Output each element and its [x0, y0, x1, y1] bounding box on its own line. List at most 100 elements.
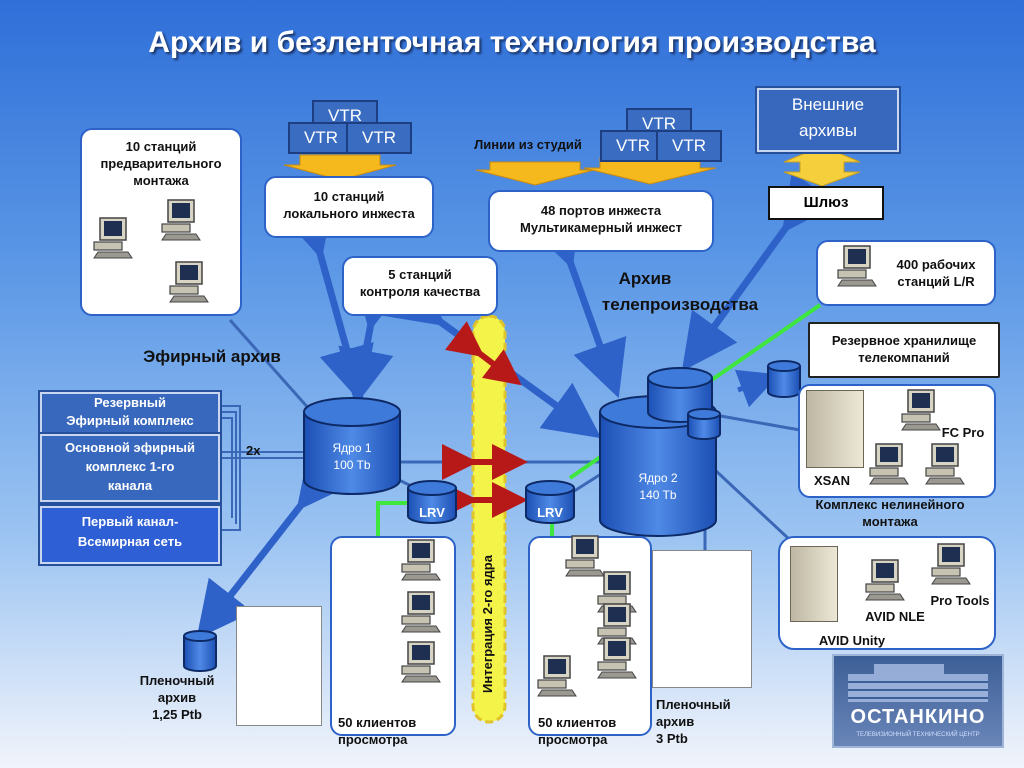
film1-line-2: архив [157, 690, 197, 705]
main-line-2: комплекс 1-го [85, 459, 175, 474]
gateway-box: Шлюз [768, 186, 884, 220]
computer-icon [925, 443, 965, 485]
core1-cylinder [303, 397, 401, 495]
clients-2-line-2: просмотра [538, 732, 608, 747]
reserve-line-2: Эфирный комплекс [66, 413, 194, 428]
computer-icon [401, 641, 441, 683]
logo-name: ОСТАНКИНО [850, 706, 986, 728]
lrv-cylinder-2 [525, 480, 575, 524]
nle-line-2: монтажа [862, 514, 918, 529]
computer-icon [93, 217, 133, 259]
computer-icon [931, 543, 971, 585]
lr-line-1: 400 рабочих [896, 257, 976, 272]
backup-line-1: Резервное хранилище [831, 333, 977, 348]
film1-line-1: Пленочный [139, 673, 215, 688]
core2-line-2: 140 Tb [639, 488, 677, 502]
vtr-box: VTR [600, 130, 666, 162]
core1-label: Ядро 1 100 Tb [304, 440, 400, 474]
ingest-ports-line-1: 48 портов инжеста [540, 203, 662, 218]
avid-server-icon [790, 546, 838, 622]
local-ingest-line-2: локального инжеста [283, 206, 415, 221]
qc-line-2: контроля качества [359, 284, 481, 299]
premontage-line-2: предварительного [100, 156, 222, 171]
main-line-1: Основной эфирный [65, 440, 195, 455]
clients-1-line-2: просмотра [338, 732, 408, 747]
studio-lines-label: Линии из студий [474, 137, 582, 152]
vtr-box: VTR [346, 122, 412, 154]
lrv-cylinder-1 [407, 480, 457, 524]
xsan-server-icon [806, 390, 864, 468]
main-air-complex-box: Основной эфирный комплекс 1-го канала [40, 434, 220, 502]
logo-subtitle: ТЕЛЕВИЗИОННЫЙ ТЕХНИЧЕСКИЙ ЦЕНТР [856, 732, 980, 738]
link-2x-label: 2x [246, 443, 261, 458]
reserve-air-complex-box: Резервный Эфирный комплекс [40, 392, 220, 434]
clients-label-2: 50 клиентов просмотра [538, 714, 648, 748]
lrv-label-2: LRV [537, 505, 563, 520]
computer-icon [865, 559, 905, 601]
air-archive-label: Эфирный архив [143, 347, 281, 366]
ingest-ports-box: 48 портов инжеста Мультикамерный инжест [488, 190, 714, 252]
xsan-label: XSAN [813, 473, 851, 488]
clients-box-2 [528, 536, 652, 736]
computer-icon [901, 389, 941, 431]
clients-box-1 [330, 536, 456, 736]
film2-line-3: 3 Ptb [656, 731, 688, 746]
lr-line-2: станций L/R [897, 274, 975, 289]
lrv-label-1: LRV [419, 505, 445, 520]
premontage-line-3: монтажа [133, 173, 189, 188]
vtr-box: VTR [656, 130, 722, 162]
premontage-line-1: 10 станций [125, 139, 197, 154]
nle-complex-label: Комплекс нелинейного монтажа [790, 496, 990, 530]
avid-nle-label: AVID NLE [865, 609, 925, 624]
film2-line-2: архив [656, 714, 695, 729]
clients-1-line-1: 50 клиентов [338, 715, 417, 730]
vtr-box: VTR [288, 122, 354, 154]
computer-icon [169, 261, 209, 303]
ingest-ports-line-2: Мультикамерный инжест [520, 220, 682, 235]
computer-icon [401, 591, 441, 633]
clients-2-line-1: 50 клиентов [538, 715, 617, 730]
external-archives-box: Внешние архивы [757, 88, 899, 152]
local-ingest-line-1: 10 станций [313, 189, 385, 204]
fc-pro-label: FC Pro [941, 425, 985, 440]
qc-stations-box: 5 станций контроля качества [342, 256, 498, 316]
first-channel-line-1: Первый канал- [81, 514, 179, 529]
clients-label-1: 50 клиентов просмотра [338, 714, 448, 748]
computer-icon [537, 655, 577, 697]
nle-line-1: Комплекс нелинейного [815, 497, 965, 512]
building-icon [848, 664, 988, 702]
film-archive-2-server [652, 550, 752, 688]
local-ingest-box: 10 станций локального инжеста [264, 176, 434, 238]
pro-tools-label: Pro Tools [930, 593, 990, 608]
film-archive-1-label: Пленочный архив 1,25 Ptb [124, 672, 230, 723]
film2-line-1: Пленочный [656, 697, 731, 712]
film1-line-3: 1,25 Ptb [152, 707, 202, 722]
film-archive-cylinder [183, 630, 217, 672]
first-channel-box: Первый канал- Всемирная сеть [40, 506, 220, 564]
tv-archive-line-2: телепроизводства [601, 295, 759, 314]
reserve-line-1: Резервный [94, 395, 166, 410]
computer-icon [161, 199, 201, 241]
computer-icon [837, 245, 877, 287]
computer-icon [597, 637, 637, 679]
computer-icon [565, 535, 605, 577]
page-title: Архив и безленточная технология производ… [148, 26, 876, 59]
main-line-3: канала [107, 478, 153, 493]
backup-line-2: телекомпаний [858, 350, 950, 365]
qc-line-1: 5 станций [388, 267, 452, 282]
backup-storage-box: Резервное хранилище телекомпаний [808, 322, 1000, 378]
computer-icon [869, 443, 909, 485]
tv-archive-line-1: Архив [618, 269, 672, 288]
core1-line-2: 100 Tb [333, 458, 371, 472]
core2-line-1: Ядро 2 [638, 471, 678, 485]
core2-cylinder [599, 367, 721, 537]
core2-label: Ядро 2 140 Tb [610, 470, 706, 504]
avid-unity-label: AVID Unity [818, 633, 886, 648]
external-archives-label: Внешние архивы [791, 95, 865, 140]
film-archive-1-server [236, 606, 322, 726]
film-archive-2-label: Пленочный архив 3 Ptb [656, 696, 756, 747]
computer-icon [401, 539, 441, 581]
ostankino-logo: ОСТАНКИНО ТЕЛЕВИЗИОННЫЙ ТЕХНИЧЕСКИЙ ЦЕНТ… [832, 654, 1004, 748]
